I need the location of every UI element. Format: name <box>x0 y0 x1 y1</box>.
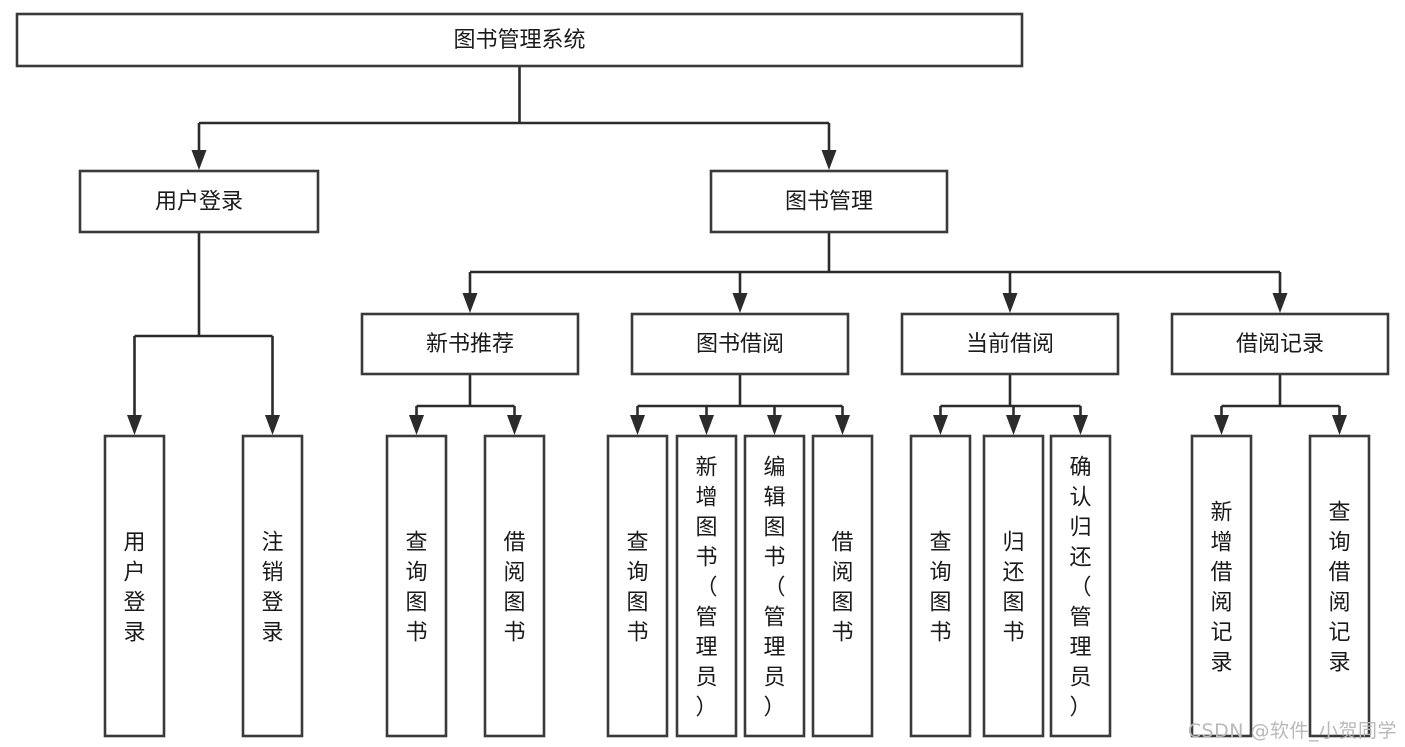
connector-current-to-leaves <box>933 374 1088 435</box>
node-label-leaf-edit-book-admin: 编辑图书（管理员） <box>763 455 785 720</box>
node-box-book-borrow[interactable] <box>630 312 850 376</box>
node-box-current-borrow[interactable] <box>900 312 1120 376</box>
node-layer: 图书管理系统用户登录图书管理新书推荐图书借阅当前借阅借阅记录用户登录注销登录查询… <box>15 12 1390 738</box>
node-box-borrow-record[interactable] <box>1170 312 1390 376</box>
node-box-leaf-add-borrow-record[interactable] <box>1190 434 1253 738</box>
node-leaf-borrow-book-rec[interactable]: 借阅图书 <box>483 434 546 738</box>
node-label-leaf-query-book-cur: 查询图书 <box>929 530 951 645</box>
node-leaf-edit-book-admin[interactable]: 编辑图书（管理员） <box>743 434 806 738</box>
node-label-leaf-logout: 注销登录 <box>261 530 283 645</box>
connector-layer <box>127 66 1347 435</box>
node-box-leaf-borrow-book[interactable] <box>811 434 874 738</box>
node-box-leaf-query-book-borrow[interactable] <box>606 434 669 738</box>
node-box-leaf-query-borrow-record[interactable] <box>1308 434 1371 738</box>
node-borrow-record[interactable]: 借阅记录 <box>1170 312 1390 376</box>
node-leaf-borrow-book[interactable]: 借阅图书 <box>811 434 874 738</box>
node-box-user-login[interactable] <box>78 169 320 234</box>
node-book-manage[interactable]: 图书管理 <box>709 169 949 234</box>
node-box-leaf-return-book[interactable] <box>982 434 1045 738</box>
node-label-leaf-user-login: 用户登录 <box>123 530 145 645</box>
node-leaf-logout[interactable]: 注销登录 <box>241 434 304 738</box>
csdn-watermark: CSDN @软件_小贺同学 <box>1187 720 1397 742</box>
node-box-leaf-confirm-return-admin[interactable] <box>1049 434 1112 738</box>
node-book-borrow[interactable]: 图书借阅 <box>630 312 850 376</box>
node-leaf-confirm-return-admin[interactable]: 确认归还（管理员） <box>1049 434 1112 738</box>
node-label-new-book-recommend: 新书推荐 <box>426 332 514 357</box>
node-leaf-add-borrow-record[interactable]: 新增借阅记录 <box>1190 434 1253 738</box>
node-label-book-manage: 图书管理 <box>785 190 873 215</box>
node-label-leaf-query-book-borrow: 查询图书 <box>626 530 648 645</box>
node-label-current-borrow: 当前借阅 <box>966 332 1054 357</box>
node-current-borrow[interactable]: 当前借阅 <box>900 312 1120 376</box>
node-label-borrow-record: 借阅记录 <box>1236 332 1324 357</box>
node-leaf-query-book-rec[interactable]: 查询图书 <box>385 434 448 738</box>
connector-recommend-to-leaves <box>409 374 522 435</box>
node-leaf-query-borrow-record[interactable]: 查询借阅记录 <box>1308 434 1371 738</box>
connector-record-to-leaves <box>1214 374 1347 435</box>
node-box-leaf-borrow-book-rec[interactable] <box>483 434 546 738</box>
node-label-leaf-query-book-rec: 查询图书 <box>405 530 427 645</box>
node-label-leaf-borrow-book-rec: 借阅图书 <box>503 530 525 645</box>
connector-root-to-level2 <box>191 66 837 170</box>
node-label-book-borrow: 图书借阅 <box>696 332 784 357</box>
node-leaf-query-book-cur[interactable]: 查询图书 <box>909 434 972 738</box>
node-label-leaf-query-borrow-record: 查询借阅记录 <box>1328 500 1350 675</box>
connector-bookmanage-to-level3 <box>462 232 1288 313</box>
node-box-leaf-edit-book-admin[interactable] <box>743 434 806 738</box>
connector-borrow-to-leaves <box>630 374 850 435</box>
node-box-leaf-query-book-rec[interactable] <box>385 434 448 738</box>
node-box-leaf-query-book-cur[interactable] <box>909 434 972 738</box>
node-box-book-manage[interactable] <box>709 169 949 234</box>
node-box-leaf-user-login[interactable] <box>103 434 166 738</box>
node-new-book-recommend[interactable]: 新书推荐 <box>360 312 580 376</box>
node-label-leaf-return-book: 归还图书 <box>1002 530 1024 645</box>
node-leaf-add-book-admin[interactable]: 新增图书（管理员） <box>675 434 738 738</box>
node-root[interactable]: 图书管理系统 <box>15 12 1024 68</box>
node-leaf-return-book[interactable]: 归还图书 <box>982 434 1045 738</box>
node-label-leaf-confirm-return-admin: 确认归还（管理员） <box>1069 455 1091 720</box>
node-label-leaf-add-borrow-record: 新增借阅记录 <box>1210 500 1232 675</box>
node-box-new-book-recommend[interactable] <box>360 312 580 376</box>
node-box-leaf-add-book-admin[interactable] <box>675 434 738 738</box>
node-label-leaf-borrow-book: 借阅图书 <box>831 530 853 645</box>
node-label-user-login: 用户登录 <box>155 190 243 215</box>
node-box-root[interactable] <box>15 12 1024 68</box>
node-leaf-query-book-borrow[interactable]: 查询图书 <box>606 434 669 738</box>
node-leaf-user-login[interactable]: 用户登录 <box>103 434 166 738</box>
node-label-root: 图书管理系统 <box>453 28 585 53</box>
connector-userlogin-to-leaves <box>127 232 280 435</box>
node-user-login[interactable]: 用户登录 <box>78 169 320 234</box>
node-box-leaf-logout[interactable] <box>241 434 304 738</box>
node-label-leaf-add-book-admin: 新增图书（管理员） <box>695 455 717 720</box>
